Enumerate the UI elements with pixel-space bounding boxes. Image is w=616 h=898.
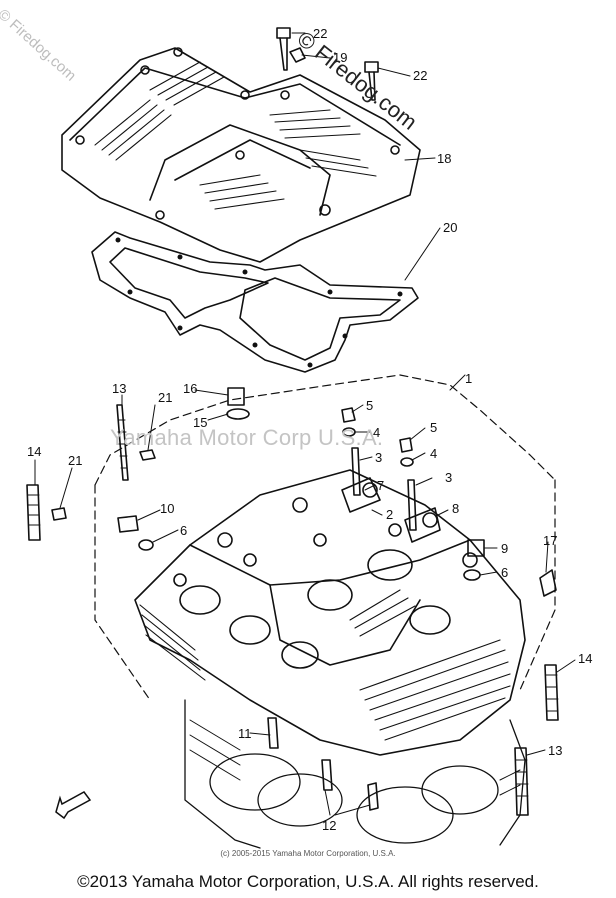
callout-8: 8 [452, 501, 459, 516]
callout-6b: 6 [501, 565, 508, 580]
assembly-outline [94, 374, 556, 701]
studs-and-pins [26, 404, 559, 816]
callout-18: 18 [437, 151, 451, 166]
callout-10: 10 [160, 501, 174, 516]
cylinder-head [134, 469, 526, 756]
cam-cover [61, 47, 421, 263]
callout-1: 1 [465, 371, 472, 386]
callout-15: 15 [193, 415, 207, 430]
image-copyright: (c) 2005-2015 Yamaha Motor Corporation, … [220, 849, 396, 858]
yamaha-watermark-center: Yamaha Motor Corp U.S.A. [110, 425, 384, 450]
callout-21a: 21 [158, 390, 172, 405]
callout-2: 2 [386, 507, 393, 522]
callout-12: 12 [322, 818, 336, 833]
footer-copyright: ©2013 Yamaha Motor Corporation, U.S.A. A… [77, 872, 539, 891]
small-parts [117, 387, 557, 811]
callout-14b: 14 [578, 651, 592, 666]
front-arrow-icon [55, 791, 92, 820]
callout-22a: 22 [313, 26, 327, 41]
callout-14a: 14 [27, 444, 41, 459]
callout-4a: 4 [373, 425, 380, 440]
callout-6a: 6 [180, 523, 187, 538]
callout-7: 7 [377, 478, 384, 493]
callout-5b: 5 [430, 420, 437, 435]
callout-16: 16 [183, 381, 197, 396]
cam-cover-gasket [91, 231, 419, 373]
callout-21b: 21 [68, 453, 82, 468]
callout-11: 11 [238, 726, 252, 741]
front-arrow-marker [54, 790, 94, 825]
callout-4b: 4 [430, 446, 437, 461]
leader-lines [34, 32, 576, 816]
callout-13b: 13 [548, 743, 562, 758]
callout-numbers: 22 19 22 18 20 1 13 16 21 15 5 4 5 3 4 1… [27, 26, 592, 833]
callout-3b: 3 [445, 470, 452, 485]
cylinder-block [184, 699, 526, 849]
callout-13a: 13 [112, 381, 126, 396]
callout-9: 9 [501, 541, 508, 556]
callout-22b: 22 [413, 68, 427, 83]
callout-3a: 3 [375, 450, 382, 465]
callout-19: 19 [333, 50, 347, 65]
cover-bolts [276, 27, 379, 101]
callout-5a: 5 [366, 398, 373, 413]
callout-17: 17 [543, 533, 557, 548]
callout-20: 20 [443, 220, 457, 235]
